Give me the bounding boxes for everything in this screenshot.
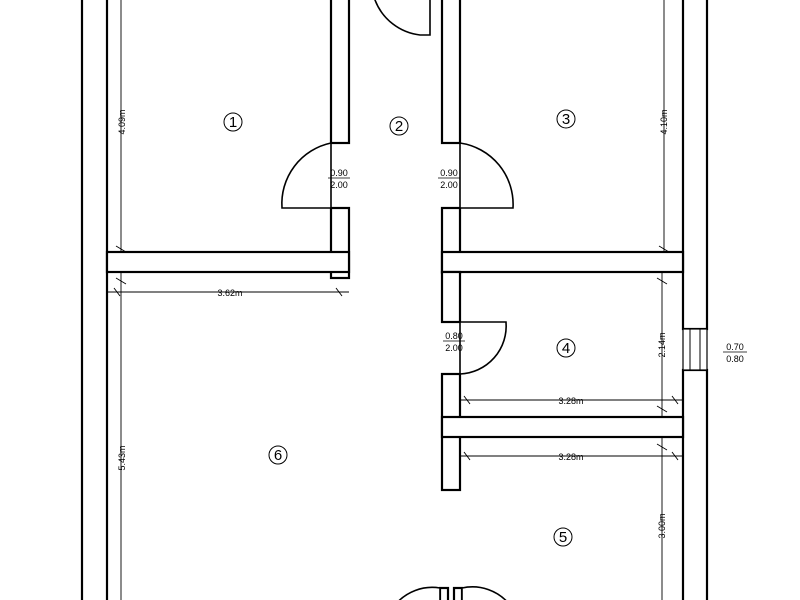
room4-door-icon (459, 321, 507, 375)
svg-text:6: 6 (274, 447, 282, 464)
outer-left-wall (80, 0, 109, 600)
dim-room6-width: 3.62m (217, 288, 242, 298)
door-room4-size: 0.80 2.00 (443, 331, 465, 353)
svg-text:5: 5 (559, 529, 567, 546)
room4-left-wall-upper (440, 270, 462, 324)
dim-room3-height: 4.10m (659, 109, 669, 134)
outer-right-wall-lower (681, 368, 709, 600)
svg-text:2.00: 2.00 (330, 180, 348, 190)
doors (281, 0, 514, 600)
svg-text:3: 3 (562, 111, 570, 128)
bottom-door-right-icon (461, 586, 507, 600)
svg-text:2.00: 2.00 (440, 180, 458, 190)
svg-text:2: 2 (395, 118, 403, 135)
door-room1-size: 0.90 2.00 (328, 168, 350, 190)
window-size: 0.70 0.80 (723, 342, 747, 364)
room3-bottom-wall (440, 250, 685, 274)
room-5-label: 5 (553, 527, 573, 547)
dim-room5-height: 3.00m (657, 513, 667, 538)
dim-room5-width: 3.28m (558, 452, 583, 462)
walls (80, 0, 709, 600)
svg-text:4: 4 (562, 340, 570, 357)
svg-text:2.00: 2.00 (445, 343, 463, 353)
svg-text:1: 1 (229, 114, 237, 131)
svg-text:0.80: 0.80 (726, 354, 744, 364)
dim-room6-height: 5.43m (117, 445, 127, 470)
room3-left-wall-upper (440, 0, 462, 145)
svg-text:0.90: 0.90 (440, 168, 458, 178)
room1-right-wall-upper (329, 0, 351, 145)
dimension-lines (107, 0, 683, 600)
door-size-labels: 0.90 2.00 0.90 2.00 0.80 2.00 0.70 0.80 (328, 168, 747, 364)
svg-text:0.90: 0.90 (330, 168, 348, 178)
room1-door-icon (281, 142, 332, 209)
dim-room1-height: 4.09m (117, 109, 127, 134)
room-1-label: 1 (223, 112, 243, 132)
svg-text:0.80: 0.80 (445, 331, 463, 341)
room4-room5-wall (440, 415, 685, 439)
bottom-door-left-icon (398, 586, 441, 600)
dimension-labels: 4.09m 4.10m 3.62m 2.14m 3.28m 3.28m 5.43… (117, 109, 669, 538)
room-6-label: 6 (268, 445, 288, 465)
door-room3-size: 0.90 2.00 (438, 168, 460, 190)
room1-bottom-wall (105, 250, 351, 274)
outer-right-wall-upper (681, 0, 709, 331)
bottom-door-wall-left (438, 586, 450, 600)
room-2-label: 2 (389, 116, 409, 136)
window (682, 328, 708, 371)
entrance-door-icon (374, 0, 431, 36)
bottom-door-wall-right (452, 586, 464, 600)
room-3-label: 3 (556, 109, 576, 129)
dim-room4-height: 2.14m (657, 332, 667, 357)
room-4-label: 4 (556, 338, 576, 358)
dim-room4-width: 3.28m (558, 396, 583, 406)
svg-text:0.70: 0.70 (726, 342, 744, 352)
room-numbers: 1 2 3 4 5 6 (223, 109, 576, 547)
room3-door-icon (459, 142, 514, 209)
